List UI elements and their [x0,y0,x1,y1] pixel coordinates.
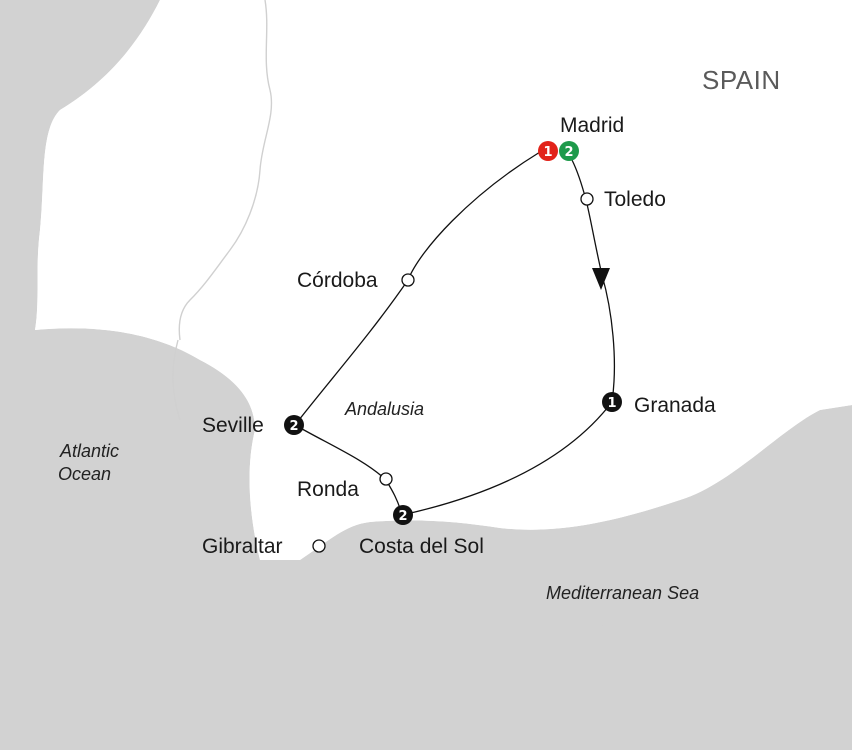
ronda-waypoint [379,472,393,486]
city-label-costa-del-sol: Costa del Sol [359,535,484,558]
atlantic-label-line2: Ocean [58,464,111,484]
cordoba-waypoint [401,273,415,287]
portugal-spain-border-south [172,339,181,421]
costa-del-sol-nights: 2 [398,509,407,524]
city-label-madrid: Madrid [560,114,624,137]
madrid-end-nights: 2 [564,145,573,160]
city-label-toledo: Toledo [604,188,666,211]
portugal-spain-border [178,0,273,341]
city-label-granada: Granada [634,394,716,417]
city-label-seville: Seville [202,414,264,437]
waypoints [312,192,594,553]
costa-del-sol-badge: 2 [393,505,413,525]
city-label-gibraltar: Gibraltar [202,535,283,558]
granada-nights: 1 [607,396,616,411]
north-africa-coast [240,560,852,750]
madrid-end-badge: 2 [559,141,579,161]
madrid-start-badge: 1 [538,141,558,161]
mediterranean-label: Mediterranean Sea [546,583,699,603]
iberia-west-coast [35,0,852,560]
atlantic-label-line1: Atlantic [59,441,119,461]
gibraltar-waypoint [312,539,326,553]
country-borders [172,0,273,421]
country-label: SPAIN [702,65,781,95]
seville-nights: 2 [289,419,298,434]
madrid-start-nights: 1 [543,145,552,160]
direction-arrow-icon [592,268,610,290]
granada-badge: 1 [602,392,622,412]
toledo-waypoint [580,192,594,206]
route-granada-toledo-madrid [571,159,616,403]
city-label-cordoba: Córdoba [297,269,378,292]
route-costa-granada [401,401,613,516]
region-label: Andalusia [344,399,424,419]
seville-badge: 2 [284,415,304,435]
city-label-ronda: Ronda [297,478,359,501]
